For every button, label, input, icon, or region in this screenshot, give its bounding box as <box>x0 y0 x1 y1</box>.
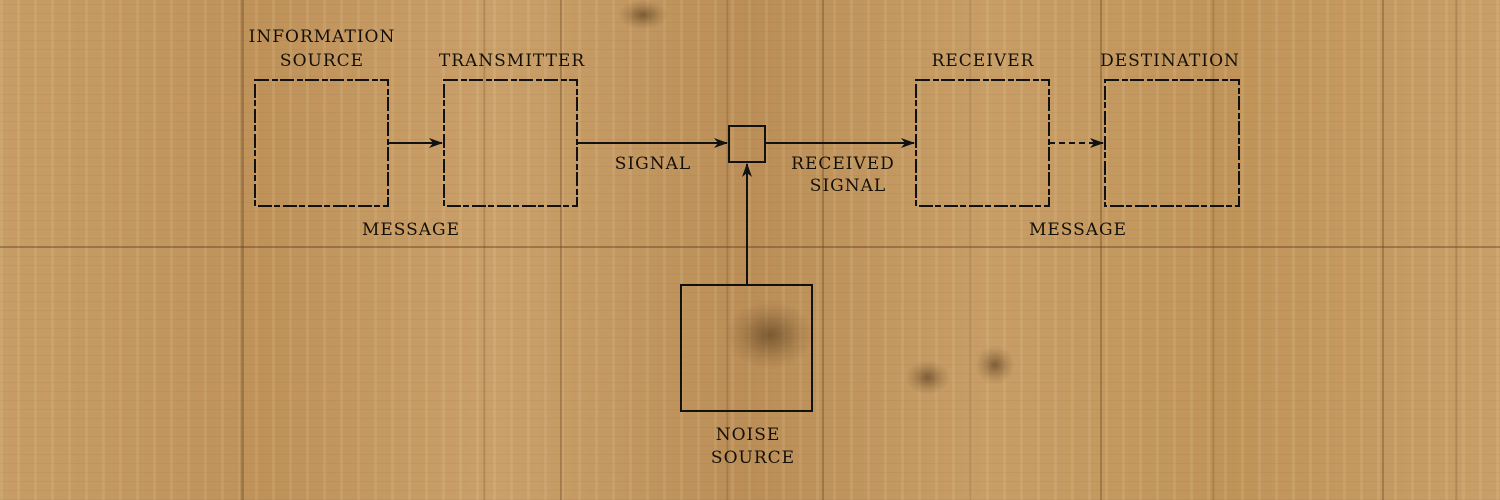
information-source-label-line2: SOURCE <box>280 51 364 71</box>
destination-block: DESTINATION <box>1100 51 1240 207</box>
noise-mixer-node <box>728 125 766 163</box>
received-signal-label-line2: SIGNAL <box>810 176 886 196</box>
wood-knot <box>905 360 950 395</box>
wood-knot <box>725 300 815 370</box>
noise-source-label-line1: NOISE <box>716 425 781 445</box>
transmitter-block: TRANSMITTER <box>439 51 585 207</box>
received-signal-label-line1: RECEIVED <box>791 154 895 174</box>
plank-seam <box>560 0 562 500</box>
receiver-block: RECEIVER <box>915 51 1050 207</box>
wood-knot <box>975 345 1015 385</box>
wood-knot <box>618 0 668 30</box>
transmitter-label: TRANSMITTER <box>439 51 585 71</box>
destination-label: DESTINATION <box>1100 51 1240 71</box>
receiver-label: RECEIVER <box>932 51 1035 71</box>
noise-source-block: NOISE SOURCE <box>680 284 813 468</box>
plank-seam <box>1382 0 1384 500</box>
plank-seam <box>242 0 244 500</box>
message-right-label: MESSAGE <box>1029 220 1127 240</box>
horizontal-seam <box>0 246 1500 248</box>
plank-seam <box>1100 0 1102 500</box>
noise-source-label-line2: SOURCE <box>711 448 795 468</box>
information-source-block: INFORMATION SOURCE <box>249 27 396 207</box>
message-left-label: MESSAGE <box>362 220 460 240</box>
signal-label: SIGNAL <box>615 154 691 174</box>
information-source-label-line1: INFORMATION <box>249 27 396 47</box>
plank-seam <box>822 0 824 500</box>
